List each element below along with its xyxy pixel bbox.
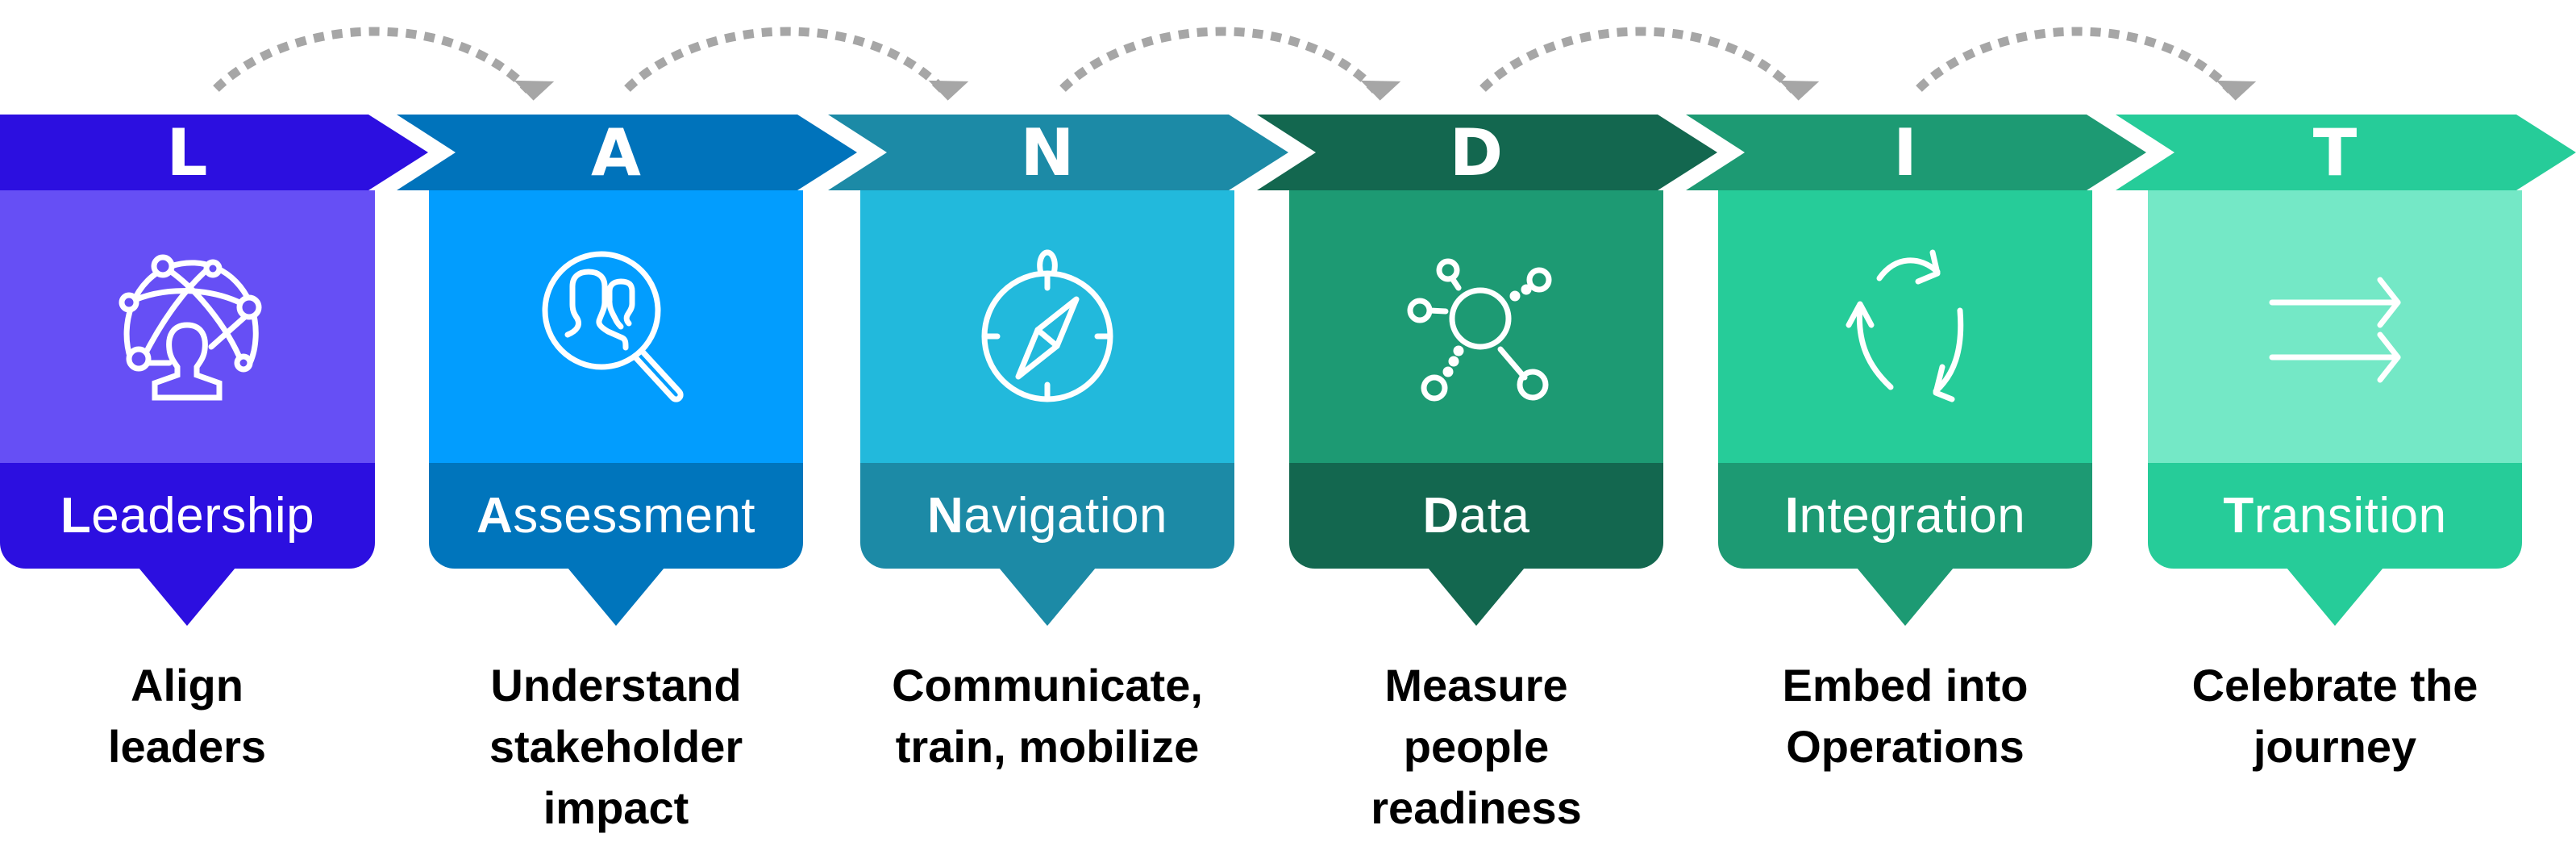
- double-right-arrows-icon: [2269, 277, 2401, 383]
- globe-network-person-icon: [119, 254, 262, 401]
- data-network-icon: [1407, 258, 1552, 402]
- icon-panel: [860, 190, 1234, 463]
- icon-panel: [429, 190, 803, 463]
- compass-icon: [981, 249, 1113, 402]
- step-description: Communicate, train, mobilize: [892, 660, 1203, 772]
- step-letter: D: [1449, 115, 1504, 190]
- magnifier-people-icon: [542, 251, 684, 402]
- pointer-triangle: [999, 568, 1096, 626]
- icon-panel: [1289, 190, 1663, 463]
- icon-panel: [2148, 190, 2522, 463]
- cycle-arrows-icon: [1846, 249, 1964, 402]
- pointer-triangle: [568, 568, 664, 626]
- pointer-triangle: [1428, 568, 1525, 626]
- step-letter: L: [166, 115, 208, 190]
- step-letter: I: [1893, 115, 1917, 190]
- step-description: Align leaders: [107, 660, 267, 772]
- step-description: Celebrate the journey: [2191, 660, 2478, 772]
- step-letter: N: [1020, 115, 1075, 190]
- pointer-triangle: [2287, 568, 2383, 626]
- pointer-triangle: [139, 568, 235, 626]
- step-description: Understand stakeholder impact: [489, 660, 743, 833]
- step-description: Embed into Operations: [1782, 660, 2029, 772]
- pointer-triangle: [1857, 568, 1954, 626]
- step-description: Measure people readiness: [1371, 660, 1582, 833]
- icon-panel: [0, 190, 375, 463]
- step-letter: A: [591, 115, 641, 190]
- step-data: D: [1289, 0, 1663, 867]
- step-letter: T: [2312, 115, 2358, 190]
- icon-panel: [1718, 190, 2092, 463]
